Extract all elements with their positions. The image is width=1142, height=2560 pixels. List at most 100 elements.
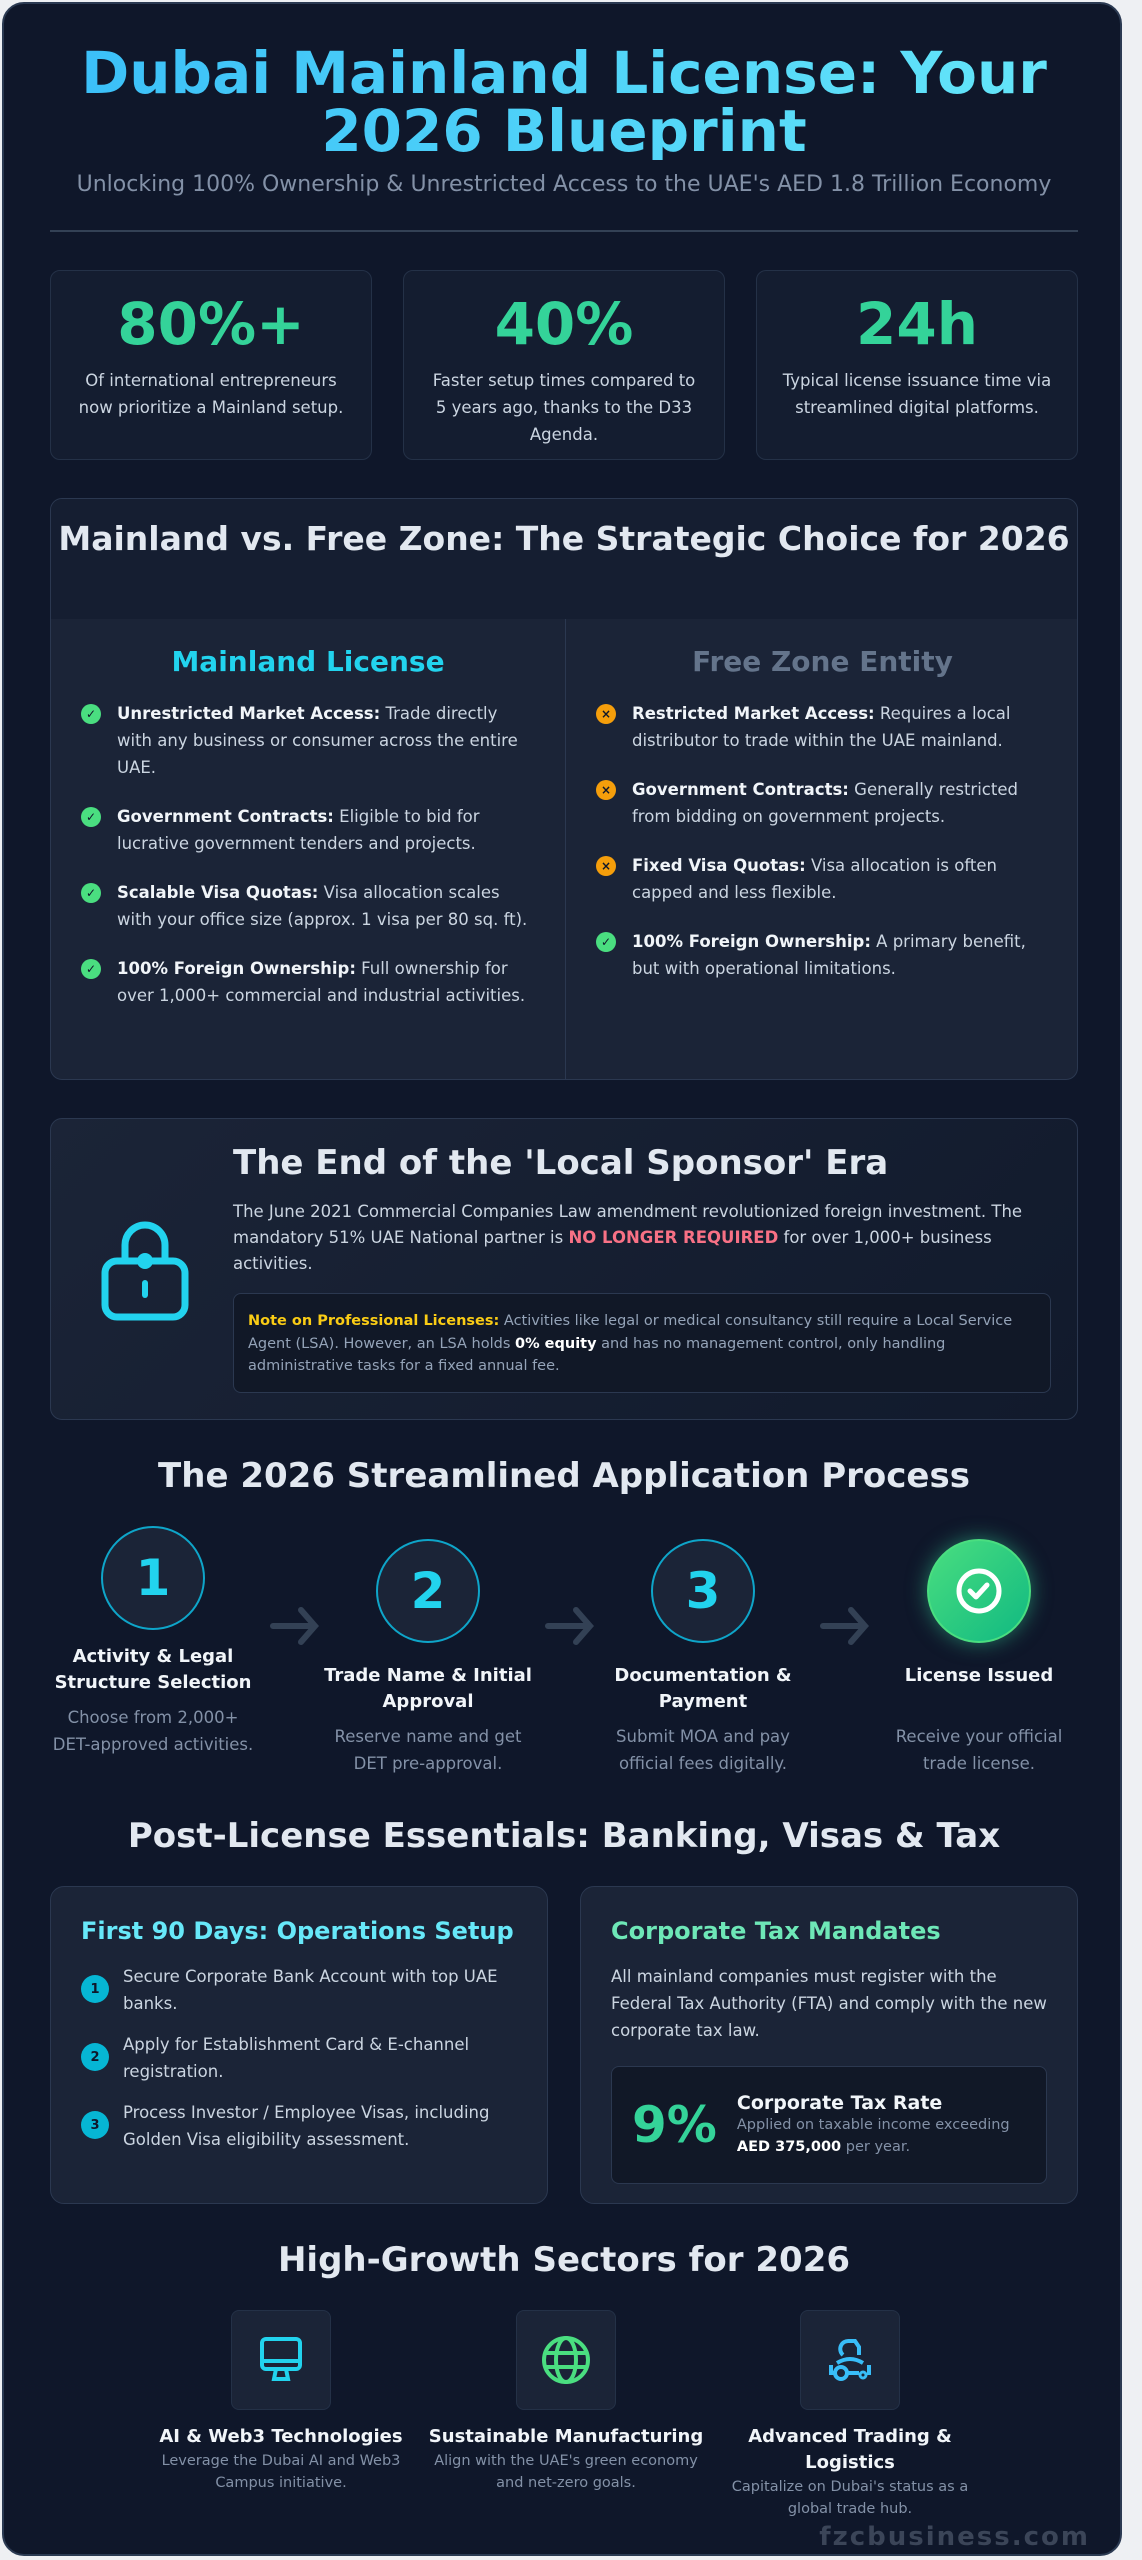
- step-number: 2: [376, 1539, 480, 1643]
- text: AED 375,000: [736, 2139, 842, 2155]
- logistics-icon: [800, 2310, 900, 2410]
- tax-card: Corporate Tax Mandates All mainland comp…: [580, 1886, 1078, 2204]
- check-icon: [956, 1568, 1002, 1614]
- step-badge: 3: [81, 2111, 109, 2139]
- check-icon: ✓: [81, 704, 101, 724]
- sponsor-text: The June 2021 Commercial Companies Law a…: [233, 1199, 1063, 1277]
- x-icon: ×: [596, 780, 616, 800]
- step-number: 1: [101, 1526, 205, 1630]
- sector-desc: Align with the UAE's green economy and n…: [434, 2453, 698, 2491]
- tax-rate-box: 9% Corporate Tax Rate Applied on taxable…: [611, 2066, 1047, 2184]
- checklist-item: 1 Secure Corporate Bank Account with top …: [81, 1963, 517, 2017]
- note-label: Note on Professional Licenses:: [248, 1313, 500, 1329]
- comparison-item: ×Fixed Visa Quotas: Visa allocation is o…: [596, 852, 1049, 906]
- stat-desc: Typical license issuance time via stream…: [782, 371, 1052, 417]
- check-icon: ✓: [81, 883, 101, 903]
- step-title: License Issued: [904, 1665, 1054, 1686]
- comparison-title: Mainland vs. Free Zone: The Strategic Ch…: [51, 499, 1077, 619]
- item-text: Unrestricted Market Access: Trade direct…: [117, 700, 535, 781]
- sponsor-title: The End of the 'Local Sponsor' Era: [233, 1143, 889, 1183]
- item-text: 100% Foreign Ownership: A primary benefi…: [632, 928, 1049, 982]
- item-label: 100% Foreign Ownership:: [632, 932, 871, 951]
- item-label: Unrestricted Market Access:: [117, 704, 381, 723]
- sector-title: Sustainable Manufacturing: [428, 2426, 704, 2447]
- comparison-item: × Restricted Market Access: Requires a lo…: [596, 700, 1049, 754]
- sectors-title: High-Growth Sectors for 2026: [277, 2240, 851, 2280]
- stat-desc: Faster setup times compared to 5 years a…: [432, 371, 696, 444]
- arrow-right-icon: [540, 1596, 600, 1656]
- step-title: Documentation & Payment: [614, 1665, 792, 1712]
- step-desc: Submit MOA and pay official fees digital…: [616, 1727, 790, 1773]
- freezone-column: Free Zone Entity × Restricted Market Acces…: [565, 619, 1077, 1079]
- text: Activities like legal or medical consult…: [248, 1313, 1013, 1352]
- text: for over 1,000+ business activities.: [233, 1228, 992, 1273]
- operations-card: First 90 Days: Operations Setup 1 Secure …: [50, 1886, 548, 2204]
- arrow-right-icon: [815, 1596, 875, 1656]
- text: per year.: [841, 2139, 911, 2155]
- stat-value: 80%+: [117, 290, 305, 358]
- x-icon: ×: [596, 704, 616, 724]
- step-badge: 2: [81, 2043, 109, 2071]
- step-title: Trade Name & Initial Approval: [324, 1665, 532, 1712]
- step-desc: Reserve name and get DET pre-approval.: [334, 1727, 522, 1773]
- item-label: Scalable Visa Quotas:: [117, 883, 319, 902]
- stat-card: 40%Faster setup times compared to 5 year…: [403, 270, 725, 460]
- check-icon: ✓: [81, 959, 101, 979]
- tax-rate-desc: Applied on taxable income exceeding AED …: [737, 2114, 1026, 2158]
- tax-title: Corporate Tax Mandates: [611, 1917, 941, 1945]
- mainland-title: Mainland License: [171, 645, 445, 678]
- comparison-item: ✓ 100% Foreign Ownership: Full ownership …: [81, 955, 535, 1009]
- item-desc: Visa allocation is often capped and less…: [632, 856, 997, 902]
- step-badge: 1: [81, 1975, 109, 2003]
- item-desc: Full ownership for over 1,000+ commercia…: [117, 959, 526, 1005]
- freezone-title: Free Zone Entity: [692, 645, 953, 678]
- checklist-text: Process Investor / Employee Visas, inclu…: [123, 2103, 490, 2149]
- item-desc: Requires a local distributor to trade wi…: [632, 704, 1011, 750]
- tax-text: All mainland companies must register wit…: [611, 1967, 1047, 2040]
- stat-card: 80%+ Of international entrepreneurs now p…: [50, 270, 372, 460]
- check-icon: ✓: [596, 932, 616, 952]
- item-desc: A primary benefit, but with operational …: [632, 932, 1026, 978]
- item-label: Restricted Market Access:: [632, 704, 875, 723]
- post-license-title: Post-License Essentials: Banking, Visas …: [127, 1816, 1001, 1856]
- item-desc: Eligible to bid for lucrative government…: [117, 807, 480, 853]
- text: 0% equity: [515, 1335, 597, 1352]
- item-text: Government Contracts: Generally restrict…: [632, 776, 1049, 830]
- comparison-card: Mainland vs. Free Zone: The Strategic Ch…: [50, 498, 1078, 1080]
- operations-title: First 90 Days: Operations Setup: [81, 1917, 514, 1945]
- note-box: Note on Professional Licenses: Activitie…: [233, 1293, 1051, 1393]
- sector-desc: Leverage the Dubai AI and Web3 Campus in…: [161, 2453, 401, 2491]
- checklist-text: Secure Corporate Bank Account with top U…: [123, 1967, 498, 2013]
- step-number: 3: [651, 1539, 755, 1643]
- sector-desc: Capitalize on Dubai's status as a global…: [731, 2479, 969, 2517]
- text: The June 2021 Commercial Companies Law a…: [233, 1202, 1023, 1247]
- item-desc: Trade directly with any business or cons…: [117, 704, 518, 777]
- item-text: Fixed Visa Quotas: Visa allocation is of…: [632, 852, 1049, 906]
- globe-icon: [516, 2310, 616, 2410]
- infographic: Dubai Mainland License: Your 2026 Bluepr…: [2, 2, 1122, 2556]
- item-label: 100% Foreign Ownership:: [117, 959, 356, 978]
- item-label: Fixed Visa Quotas:: [632, 856, 806, 875]
- comparison-item: ✓Scalable Visa Quotas: Visa allocation s…: [81, 879, 535, 933]
- stat-desc: Of international entrepreneurs now prior…: [78, 371, 344, 417]
- comparison-item: ✓ 100% Foreign Ownership: A primary benef…: [596, 928, 1049, 982]
- page-title: Dubai Mainland License: Your 2026 Bluepr…: [4, 44, 1120, 160]
- step-desc: Receive your official trade license.: [895, 1727, 1063, 1773]
- step-desc: Choose from 2,000+ DET-approved activiti…: [52, 1708, 254, 1754]
- item-text: 100% Foreign Ownership: Full ownership f…: [117, 955, 535, 1009]
- text: Applied on taxable income exceeding: [736, 2117, 1010, 2133]
- monitor-icon: [231, 2310, 331, 2410]
- item-label: Government Contracts:: [117, 807, 334, 826]
- tax-rate: 9%: [632, 2096, 717, 2154]
- sector-title: Advanced Trading & Logistics: [748, 2426, 952, 2473]
- checklist-item: 3 Process Investor / Employee Visas, incl…: [81, 2099, 517, 2153]
- check-circle-icon: [927, 1539, 1031, 1643]
